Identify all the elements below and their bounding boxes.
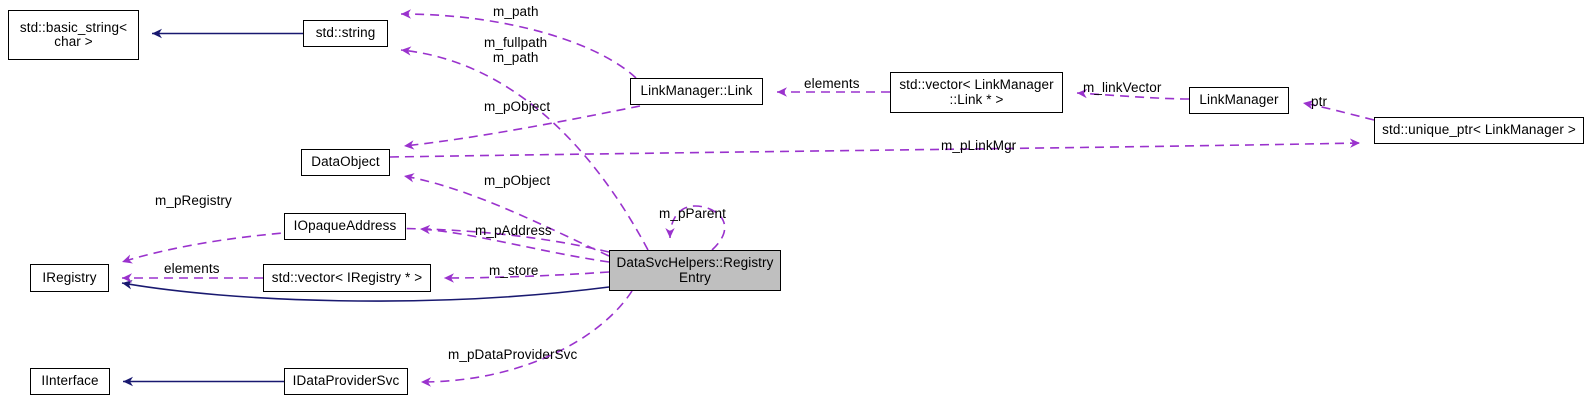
node-std-vector-iregistry-ptr[interactable]: std::vector< IRegistry * > bbox=[263, 264, 431, 292]
edge-registryentry-to-idataprovidersvc bbox=[420, 290, 633, 387]
node-dataobject[interactable]: DataObject bbox=[301, 149, 390, 176]
node-std-string[interactable]: std::string bbox=[303, 20, 388, 47]
edge-label-m-fullpath-m-path: m_fullpath m_path bbox=[484, 35, 548, 65]
node-iinterface[interactable]: IInterface bbox=[30, 368, 110, 395]
node-std-unique-ptr-linkmanager[interactable]: std::unique_ptr< LinkManager > bbox=[1374, 117, 1584, 144]
node-datasvchelpers-registryentry[interactable]: DataSvcHelpers::Registry Entry bbox=[609, 250, 781, 291]
edge-registryentry-self-m-pparent bbox=[665, 205, 726, 251]
edge-label-m-pparent: m_pParent bbox=[659, 206, 726, 221]
node-linkmanager-link[interactable]: LinkManager::Link bbox=[630, 78, 763, 105]
edge-label-elements-iregistry: elements bbox=[164, 261, 220, 276]
edge-label-elements-link: elements bbox=[804, 76, 860, 91]
edge-label-ptr: ptr bbox=[1311, 94, 1328, 109]
edge-dataobject-to-uniqueptr-m-plinkmgr bbox=[389, 138, 1361, 158]
usage-edges bbox=[121, 9, 1375, 387]
edge-registryentry-to-iregistry-m-pregistry bbox=[121, 227, 610, 264]
node-idataprovidersvc[interactable]: IDataProviderSvc bbox=[284, 368, 408, 395]
node-iopaqueaddress[interactable]: IOpaqueAddress bbox=[284, 213, 406, 240]
inheritance-edges bbox=[121, 28, 610, 387]
edge-label-m-pdataprovidersvc: m_pDataProviderSvc bbox=[448, 347, 578, 362]
edge-link-to-string-m-path bbox=[400, 9, 637, 79]
edge-registryentry-to-dataobject-m-pobject bbox=[403, 173, 610, 257]
edge-label-m-pobject-upper: m_pObject bbox=[484, 99, 551, 114]
edge-label-m-plinkmgr: m_pLinkMgr bbox=[941, 138, 1017, 153]
edge-label-m-paddress: m_pAddress bbox=[475, 223, 552, 238]
edge-registryentry-to-string-m-fullpath bbox=[400, 46, 649, 251]
edge-registryentry-to-veciregistry-m-store bbox=[443, 271, 610, 283]
edge-label-m-store: m_store bbox=[489, 263, 539, 278]
edge-label-m-path: m_path bbox=[493, 4, 539, 19]
edge-registryentry-to-iregistry bbox=[121, 280, 610, 302]
node-linkmanager[interactable]: LinkManager bbox=[1189, 87, 1289, 114]
edge-label-m-pobject-lower: m_pObject bbox=[484, 173, 551, 188]
edge-label-m-linkvector: m_linkVector bbox=[1083, 80, 1162, 95]
edge-uniqueptr-to-linkmanager-ptr bbox=[1302, 100, 1375, 121]
node-iregistry[interactable]: IRegistry bbox=[30, 264, 109, 292]
node-std-vector-linkmanager-link-ptr[interactable]: std::vector< LinkManager ::Link * > bbox=[890, 72, 1063, 113]
edge-registryentry-to-iopaqueaddress-m-paddress bbox=[419, 224, 610, 263]
edge-label-m-pregistry: m_pRegistry bbox=[155, 193, 232, 208]
node-std-basic-string[interactable]: std::basic_string< char > bbox=[8, 10, 139, 60]
